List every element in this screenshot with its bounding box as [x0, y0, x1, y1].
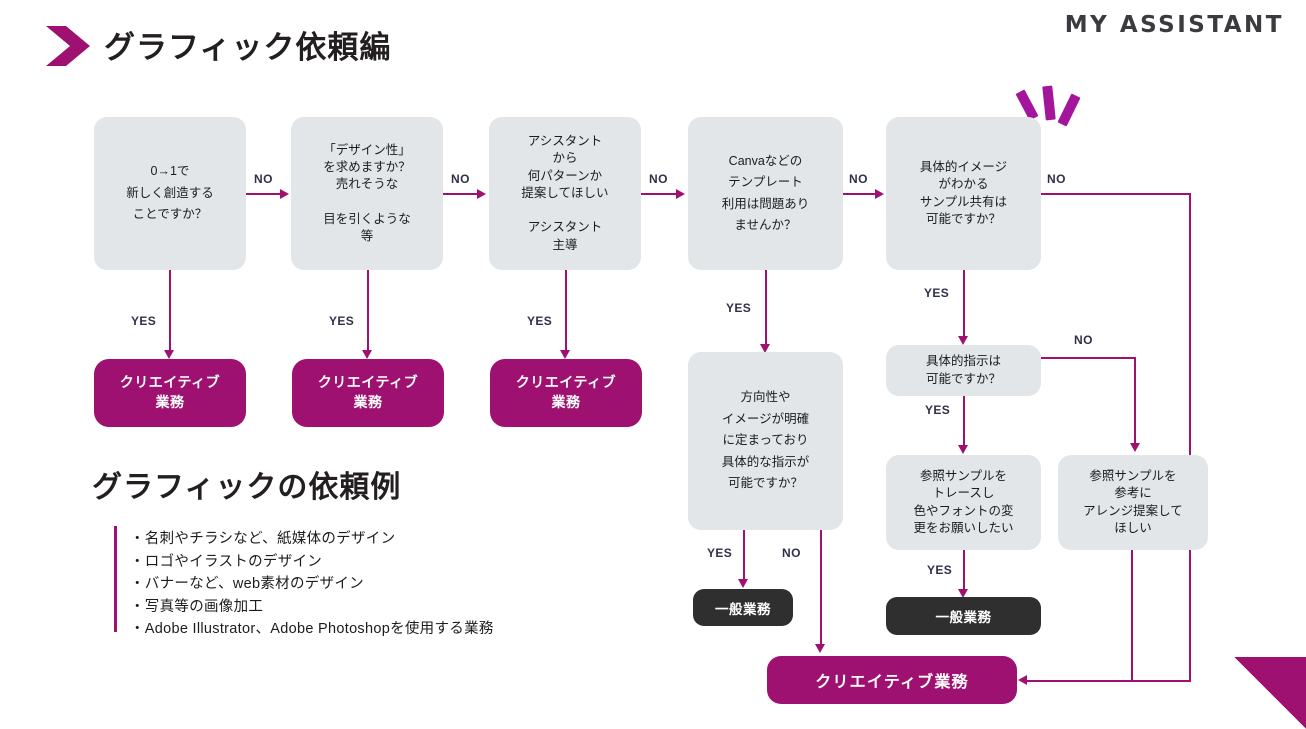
- question-text: 「デザイン性」 を求めますか？ 売れそうな 目を引くような 等: [323, 142, 411, 243]
- arrow-head: [760, 344, 770, 353]
- arrow-head: [958, 445, 968, 454]
- result-text: 一般業務: [935, 610, 992, 625]
- arrow-head: [1018, 675, 1027, 685]
- arrow-head: [738, 579, 748, 588]
- question-node-q8[interactable]: 参照サンプルを トレースし 色やフォントの変 更をお願いしたい: [886, 455, 1041, 550]
- examples-list: ・名刺やチラシなど、紙媒体のデザイン ・ロゴやイラストのデザイン ・バナーなど、…: [130, 528, 494, 641]
- edge-q9-down: [1131, 550, 1133, 681]
- question-node-q3[interactable]: アシスタント から 何パターンか 提案してほしい アシスタント 主導: [489, 117, 641, 270]
- edge-label-yes-5: YES: [707, 546, 733, 560]
- question-text: Canvaなどの テンプレート 利用は問題あり ませんか？: [721, 153, 810, 233]
- edge-label-yes-3: YES: [527, 314, 553, 328]
- arrow-head: [676, 188, 685, 199]
- edge-label-yes-7: YES: [925, 403, 951, 417]
- edge-label-yes-4: YES: [726, 301, 752, 315]
- edge-label-no-1: NO: [254, 172, 273, 186]
- result-text: 一般業務: [715, 601, 771, 617]
- question-node-q9[interactable]: 参照サンプルを 参考に アレンジ提案して ほしい: [1058, 455, 1208, 550]
- edge-label-yes-6: YES: [924, 286, 950, 300]
- arrow-head: [958, 589, 968, 598]
- arrow-head: [875, 188, 884, 199]
- edge-q4-yes: [765, 270, 767, 346]
- result-text: クリエイティブ 業務: [119, 374, 221, 410]
- result-text: クリエイティブ 業務: [317, 374, 419, 410]
- result-text: クリエイティブ 業務: [515, 374, 617, 410]
- edge-label-no-2: NO: [451, 172, 470, 186]
- question-node-q4[interactable]: Canvaなどの テンプレート 利用は問題あり ませんか？: [688, 117, 843, 270]
- question-text: 方向性や イメージが明確 に定まっており 具体的な指示が 可能ですか？: [721, 390, 810, 491]
- result-node-creative-2[interactable]: クリエイティブ 業務: [292, 359, 444, 427]
- arrow-head: [477, 188, 486, 199]
- edge-q3-q4: [641, 193, 678, 195]
- question-node-q7[interactable]: 具体的指示は 可能ですか？: [886, 345, 1041, 396]
- edge-q8-yes: [963, 550, 965, 591]
- corner-triangle-decoration: [1234, 657, 1306, 729]
- edge-bottom-bus: [1026, 680, 1191, 682]
- question-text: アシスタント から 何パターンか 提案してほしい アシスタント 主導: [521, 134, 609, 252]
- brand-logo: MY ASSISTANT: [1064, 12, 1284, 38]
- edge-label-no-4: NO: [849, 172, 868, 186]
- arrow-head: [362, 350, 372, 359]
- edge-q5-no-right: [1041, 193, 1191, 195]
- edge-label-no-7: NO: [1074, 333, 1093, 347]
- edge-far-right-down: [1189, 193, 1191, 681]
- arrow-head: [958, 336, 968, 345]
- edge-q1-yes: [169, 270, 171, 352]
- edge-q1-q2: [246, 193, 282, 195]
- edge-q6-yes: [743, 530, 745, 581]
- arrow-head: [164, 350, 174, 359]
- edge-q6-no: [820, 530, 822, 646]
- arrow-head: [560, 350, 570, 359]
- arrow-head: [815, 644, 825, 653]
- edge-q5-yes: [963, 270, 965, 338]
- list-item: ・Adobe Illustrator、Adobe Photoshopを使用する業…: [130, 621, 494, 638]
- question-node-q1[interactable]: 0→1で 新しく創造する ことですか？: [94, 117, 246, 270]
- question-text: 具体的指示は 可能ですか？: [925, 354, 1001, 386]
- edge-label-yes-2: YES: [329, 314, 355, 328]
- question-node-q6[interactable]: 方向性や イメージが明確 に定まっており 具体的な指示が 可能ですか？: [688, 352, 843, 530]
- arrow-head: [280, 188, 289, 199]
- edge-q4-q5: [843, 193, 877, 195]
- question-text: 具体的イメージ がわかる サンプル共有は 可能ですか？: [919, 160, 1008, 226]
- arrow-head: [1129, 443, 1140, 452]
- edge-label-no-6: NO: [782, 546, 801, 560]
- examples-accent-bar: [114, 526, 117, 632]
- chevron-right-icon: [46, 26, 90, 66]
- edge-label-no-3: NO: [649, 172, 668, 186]
- edge-label-yes-8: YES: [927, 563, 953, 577]
- edge-q7-no-h: [1041, 357, 1136, 359]
- edge-q7-no-v: [1134, 357, 1136, 445]
- question-node-q5[interactable]: 具体的イメージ がわかる サンプル共有は 可能ですか？: [886, 117, 1041, 270]
- result-node-creative-wide[interactable]: クリエイティブ業務: [767, 656, 1017, 704]
- edge-label-yes-1: YES: [131, 314, 157, 328]
- question-node-q2[interactable]: 「デザイン性」 を求めますか？ 売れそうな 目を引くような 等: [291, 117, 443, 270]
- edge-q7-yes: [963, 396, 965, 447]
- result-node-general-2[interactable]: 一般業務: [886, 597, 1041, 635]
- edge-q2-q3: [443, 193, 479, 195]
- edge-label-no-5: NO: [1047, 172, 1066, 186]
- question-text: 参照サンプルを トレースし 色やフォントの変 更をお願いしたい: [913, 469, 1014, 535]
- question-text: 参照サンプルを 参考に アレンジ提案して ほしい: [1083, 469, 1183, 535]
- edge-q2-yes: [367, 270, 369, 352]
- edge-q3-yes: [565, 270, 567, 352]
- result-node-creative-1[interactable]: クリエイティブ 業務: [94, 359, 246, 427]
- list-item: ・名刺やチラシなど、紙媒体のデザイン: [130, 531, 396, 547]
- question-text: 0→1で 新しく創造する ことですか？: [126, 164, 214, 222]
- examples-title: グラフィックの依頼例: [92, 471, 402, 504]
- list-item: ・バナーなど、web素材のデザイン: [130, 576, 364, 593]
- list-item: ・写真等の画像加工: [130, 598, 264, 615]
- list-item: ・ロゴやイラストのデザイン: [130, 553, 323, 570]
- page-title: グラフィック依頼編: [104, 30, 392, 65]
- result-node-general-1[interactable]: 一般業務: [693, 589, 793, 626]
- result-text: クリエイティブ業務: [815, 674, 969, 691]
- result-node-creative-3[interactable]: クリエイティブ 業務: [490, 359, 642, 427]
